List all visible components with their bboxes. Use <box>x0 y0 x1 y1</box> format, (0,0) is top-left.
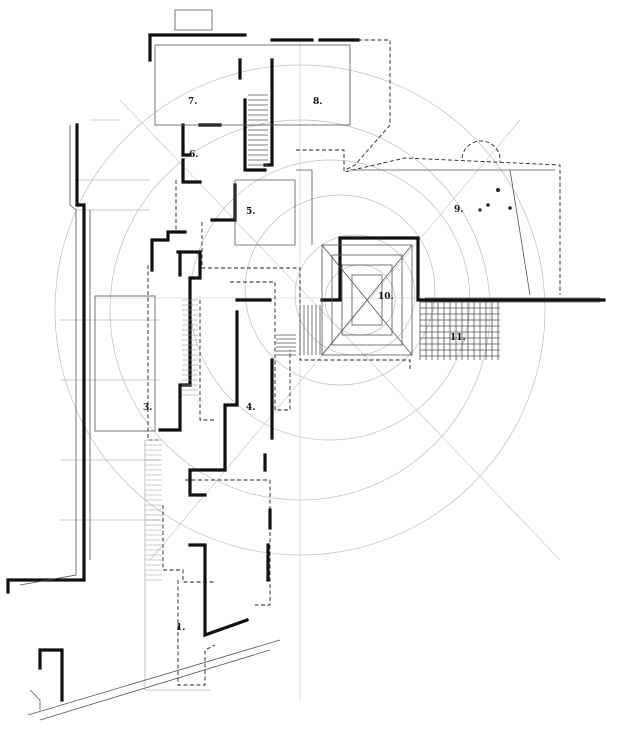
room-labels: 1. 3. 4. 5. 6. 7. 8. 9. 10. 11. <box>143 97 466 633</box>
site-lines <box>27 119 281 721</box>
hatched-terrace <box>419 301 500 360</box>
room-label-3: 3. <box>143 403 152 413</box>
building-walls <box>29 33 606 710</box>
room-label-11: 11. <box>450 333 466 343</box>
room-label-1: 1. <box>176 623 185 633</box>
room-label-10: 10. <box>378 292 394 302</box>
room-label-9: 9. <box>454 205 463 215</box>
interior-lines <box>154 9 555 356</box>
room-9-fixtures <box>461 140 512 212</box>
room-label-5: 5. <box>246 207 255 217</box>
left-retaining-wall <box>6 123 156 594</box>
golden-spiral-construction <box>54 40 561 700</box>
stairs <box>145 94 321 581</box>
roof-outlines-dashed <box>147 39 561 686</box>
room-label-6: 6. <box>189 150 198 160</box>
room-label-4: 4. <box>246 403 255 413</box>
room-label-7: 7. <box>188 97 197 107</box>
room-label-8: 8. <box>313 97 322 107</box>
